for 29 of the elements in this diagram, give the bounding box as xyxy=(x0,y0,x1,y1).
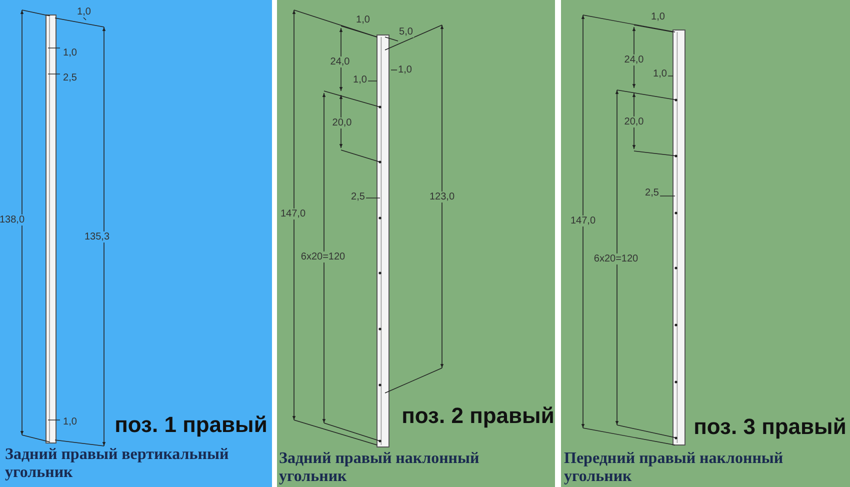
dimension-label: 1,0 xyxy=(62,416,78,428)
dimension-label: 2,5 xyxy=(62,72,78,84)
dimension-label: 138,0 xyxy=(0,214,26,226)
position-label: поз. 3 правый xyxy=(694,414,846,440)
position-label: поз. 2 правый xyxy=(402,403,554,429)
dimension-label: 2,5 xyxy=(350,192,366,202)
dimension-label: 147,0 xyxy=(569,216,597,226)
dimension-label: 147,0 xyxy=(279,208,307,220)
dimension-label: 1,0 xyxy=(76,6,92,18)
dimension-label: 2,5 xyxy=(644,188,660,198)
dimension-label: 1,0 xyxy=(355,14,371,26)
dimension-label: 20,0 xyxy=(331,118,353,128)
dimension-label: 123,0 xyxy=(428,192,456,202)
dimension-label: 20,0 xyxy=(623,116,645,128)
dimension-label: 6x20=120 xyxy=(300,252,346,262)
dimension-label: 1,0 xyxy=(650,12,666,22)
position-label: поз. 1 правый xyxy=(114,412,268,438)
dimension-label: 1,0 xyxy=(352,74,368,86)
part-caption: Передний правый наклонный угольник xyxy=(564,450,784,486)
dimension-label: 1,0 xyxy=(62,48,78,58)
dimension-label: 5,0 xyxy=(398,26,414,38)
dimension-label: 1,0 xyxy=(397,64,413,76)
part-caption: Задний правый наклонный угольник xyxy=(279,450,480,486)
dimension-label: 24,0 xyxy=(329,56,351,68)
dimension-label: 24,0 xyxy=(623,54,645,66)
dimension-label: 135,3 xyxy=(83,232,111,242)
dimension-label: 6x20=120 xyxy=(592,254,640,264)
part-caption: Задний правый вертикальный угольник xyxy=(5,446,230,482)
dimension-label: 1,0 xyxy=(652,68,668,80)
